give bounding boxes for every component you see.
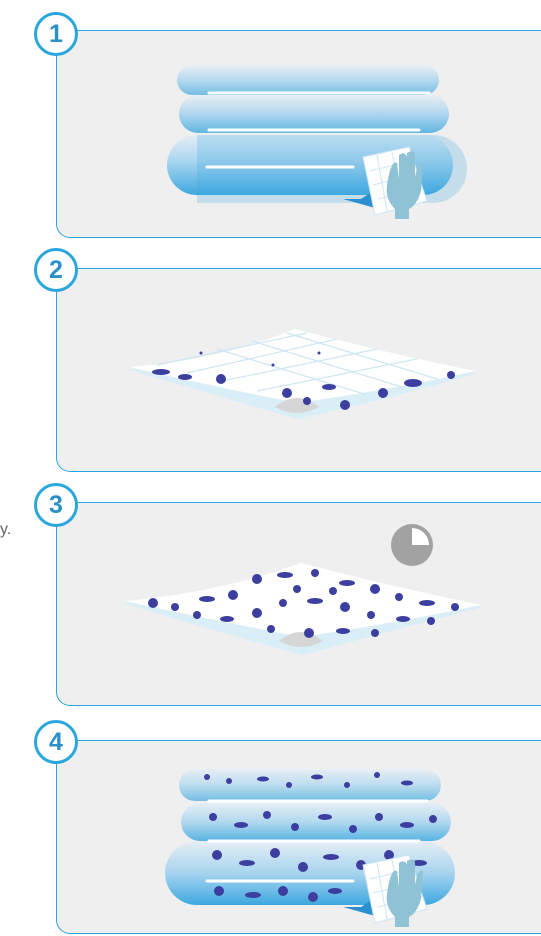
step-1-badge: 1 — [34, 12, 78, 56]
step-1-panel — [56, 30, 541, 238]
timer-icon — [391, 524, 433, 566]
step-3-badge: 3 — [34, 483, 78, 527]
surface-sheet-illustration — [57, 269, 541, 471]
step-4-panel — [56, 740, 541, 934]
step-3-panel — [56, 502, 541, 706]
step-2-panel — [56, 268, 541, 472]
step-2-badge: 2 — [34, 248, 78, 292]
wipe-path-illustration — [57, 31, 541, 237]
step-4-badge: 4 — [34, 720, 78, 764]
clipped-side-text: y. — [0, 521, 11, 539]
contaminated-sheet-illustration — [57, 503, 541, 705]
germ-removal-illustration — [57, 741, 541, 933]
